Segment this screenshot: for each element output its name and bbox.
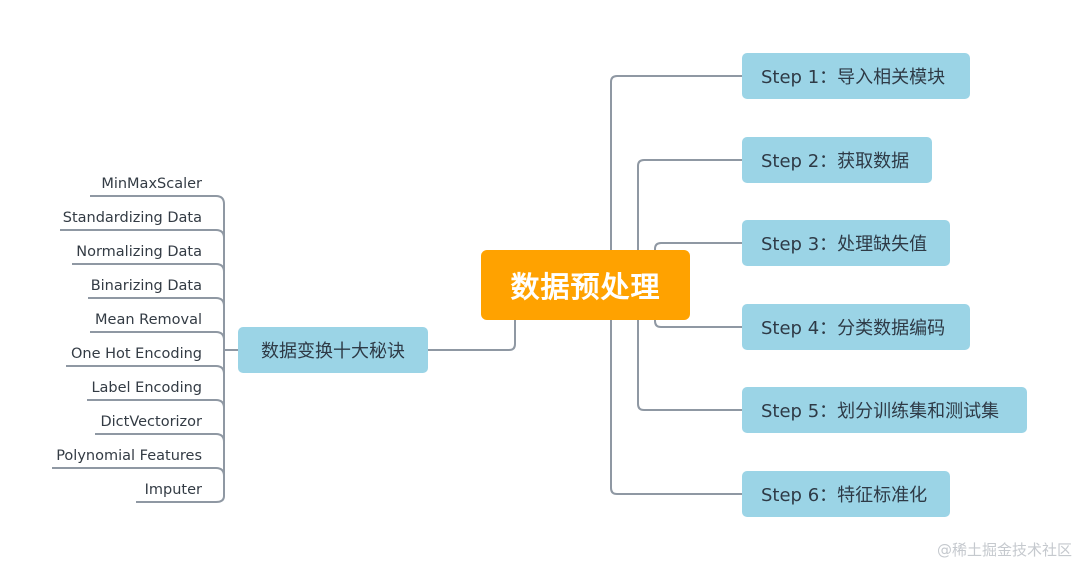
connector-leaf-9 [52,467,225,477]
leaf-label-encoding[interactable]: Label Encoding [91,380,202,396]
step-6-node[interactable]: Step 6：特征标准化 [742,471,950,517]
leaf-polynomial-features[interactable]: Polynomial Features [56,448,202,464]
connector-leaf-1 [90,195,225,205]
left-hub-label: 数据变换十大秘诀 [261,341,405,362]
leaf-imputer[interactable]: Imputer [144,482,202,498]
connector-leaf-8 [95,433,225,443]
leaf-standardizing-data[interactable]: Standardizing Data [62,210,202,226]
root-node[interactable]: 数据预处理 [481,250,690,320]
leaf-binarizing-data[interactable]: Binarizing Data [90,278,202,294]
connector-leaf-3 [72,263,225,273]
step-6-label: Step 6：特征标准化 [761,485,928,506]
step-2-label: Step 2：获取数据 [761,151,910,172]
step-5-node[interactable]: Step 5：划分训练集和测试集 [742,387,1027,433]
connector-step-5 [637,320,742,411]
root-node-label: 数据预处理 [510,270,661,304]
connector-leaf-10 [136,495,225,503]
connector-step-4 [654,320,742,328]
connector-step-1 [610,75,742,250]
leaf-mean-removal[interactable]: Mean Removal [95,312,202,328]
leaf-dictvectorizor[interactable]: DictVectorizor [100,414,202,430]
step-1-label: Step 1：导入相关模块 [761,67,946,88]
connector-leaves-trunk [223,204,238,496]
leaf-normalizing-data[interactable]: Normalizing Data [76,244,202,260]
step-1-node[interactable]: Step 1：导入相关模块 [742,53,970,99]
connector-leaf-4 [88,297,225,307]
connector-leaf-2 [60,229,225,239]
left-hub-node[interactable]: 数据变换十大秘诀 [238,327,428,373]
step-4-node[interactable]: Step 4：分类数据编码 [742,304,970,350]
step-5-label: Step 5：划分训练集和测试集 [761,401,1000,422]
step-3-label: Step 3：处理缺失值 [761,234,928,255]
connector-step-2 [637,159,742,250]
connector-left-hub [428,320,516,351]
leaf-one-hot-encoding[interactable]: One Hot Encoding [70,346,202,362]
connector-leaf-6 [66,365,225,375]
step-4-label: Step 4：分类数据编码 [761,318,946,339]
connector-step-6 [610,320,742,495]
connector-leaf-7 [87,399,225,409]
connector-step-3 [654,242,742,250]
step-3-node[interactable]: Step 3：处理缺失值 [742,220,950,266]
connector-leaf-5 [90,331,225,341]
leaf-minmaxscaler[interactable]: MinMaxScaler [101,176,202,192]
watermark: @稀土掘金技术社区 [936,541,1072,559]
step-2-node[interactable]: Step 2：获取数据 [742,137,932,183]
